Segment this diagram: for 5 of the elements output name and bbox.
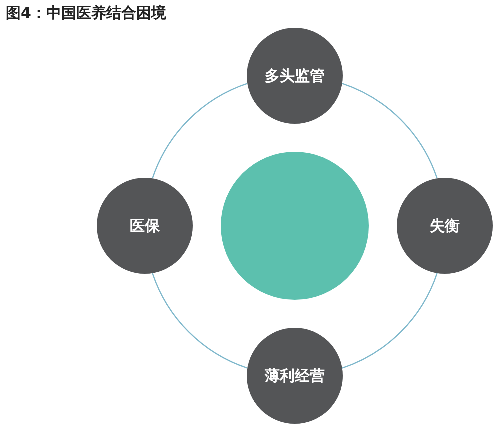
- ring-arc: [152, 83, 248, 179]
- ring-arc: [342, 83, 438, 179]
- ring-arc: [152, 273, 248, 369]
- ring-arc: [342, 273, 438, 369]
- figure-title: 图4：中国医养结合困境: [6, 3, 166, 24]
